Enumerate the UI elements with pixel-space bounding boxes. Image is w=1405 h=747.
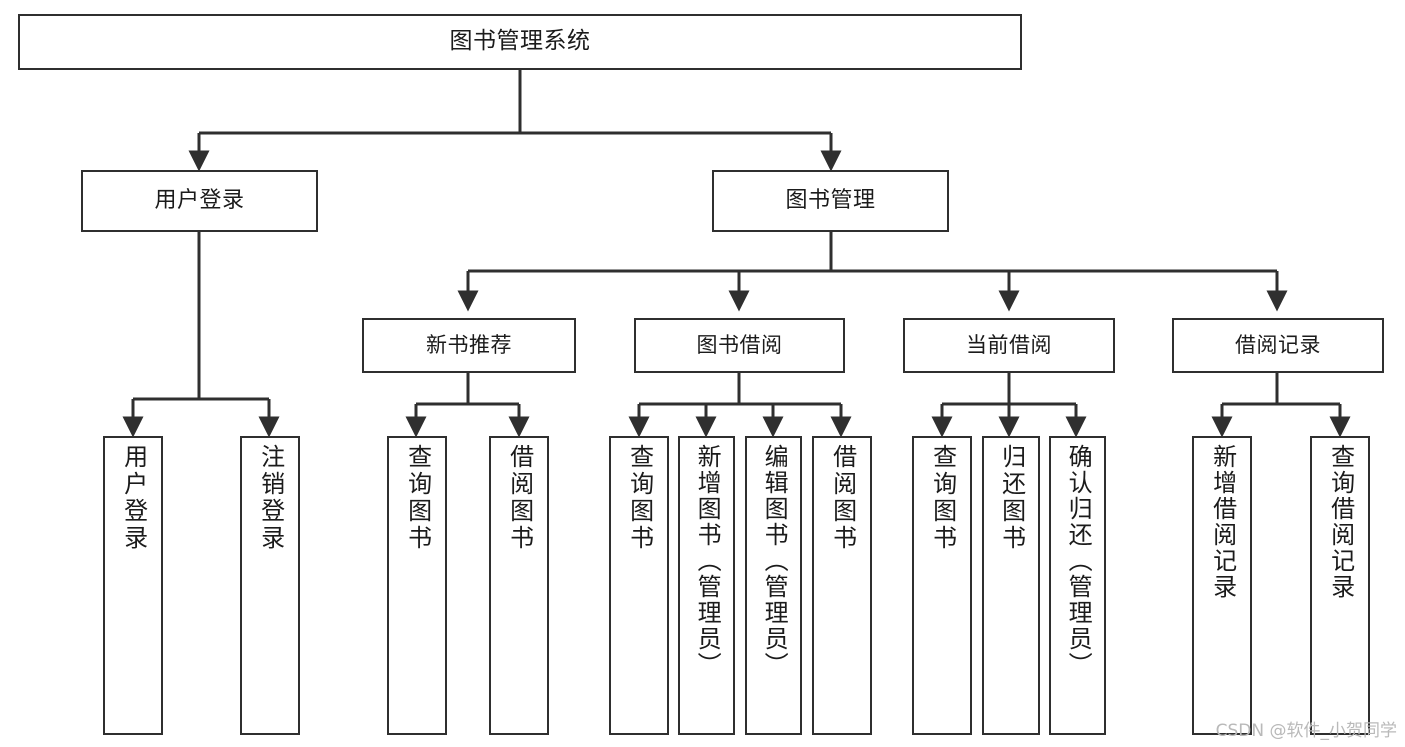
node-label: 查询图书 xyxy=(928,444,957,552)
node-leaf-borrow-book-recommend[interactable]: 借阅图书 xyxy=(489,436,549,735)
node-label: 图书管理系统 xyxy=(449,28,591,55)
node-leaf-query-book-current[interactable]: 查询图书 xyxy=(912,436,972,735)
node-label: 查询图书 xyxy=(403,444,432,552)
node-current-borrow[interactable]: 当前借阅 xyxy=(903,318,1115,373)
node-user-login[interactable]: 用户登录 xyxy=(81,170,318,232)
node-leaf-user-login[interactable]: 用户登录 xyxy=(103,436,163,735)
node-book-management[interactable]: 图书管理 xyxy=(712,170,949,232)
node-leaf-return-book[interactable]: 归还图书 xyxy=(982,436,1040,735)
node-label: 编辑图书（管理员） xyxy=(760,444,789,678)
node-leaf-confirm-return-admin[interactable]: 确认归还（管理员） xyxy=(1049,436,1106,735)
node-leaf-query-book-borrow[interactable]: 查询图书 xyxy=(609,436,669,735)
node-leaf-edit-book-admin[interactable]: 编辑图书（管理员） xyxy=(745,436,802,735)
node-leaf-add-borrow-record[interactable]: 新增借阅记录 xyxy=(1192,436,1252,735)
node-book-borrow[interactable]: 图书借阅 xyxy=(634,318,845,373)
csdn-watermark: CSDN @软件_小贺同学 xyxy=(1215,721,1397,741)
node-label: 用户登录 xyxy=(154,188,245,214)
node-label: 当前借阅 xyxy=(966,333,1052,358)
node-label: 查询借阅记录 xyxy=(1326,444,1355,600)
node-label: 新增借阅记录 xyxy=(1208,444,1237,600)
node-label: 注销登录 xyxy=(256,444,285,552)
node-leaf-add-book-admin[interactable]: 新增图书（管理员） xyxy=(678,436,735,735)
node-leaf-borrow-book[interactable]: 借阅图书 xyxy=(812,436,872,735)
node-label: 图书管理 xyxy=(785,188,876,214)
node-new-book-recommend[interactable]: 新书推荐 xyxy=(362,318,576,373)
node-label: 归还图书 xyxy=(997,444,1026,552)
node-borrow-record[interactable]: 借阅记录 xyxy=(1172,318,1384,373)
node-leaf-query-borrow-record[interactable]: 查询借阅记录 xyxy=(1310,436,1370,735)
node-label: 查询图书 xyxy=(625,444,654,552)
node-label: 用户登录 xyxy=(119,444,148,552)
node-label: 确认归还（管理员） xyxy=(1064,444,1093,678)
node-label: 图书借阅 xyxy=(696,333,783,358)
node-label: 新增图书（管理员） xyxy=(693,444,722,678)
node-root-system[interactable]: 图书管理系统 xyxy=(18,14,1022,70)
node-label: 借阅记录 xyxy=(1235,333,1321,358)
node-leaf-query-book-recommend[interactable]: 查询图书 xyxy=(387,436,447,735)
node-leaf-logout[interactable]: 注销登录 xyxy=(240,436,300,735)
node-label: 借阅图书 xyxy=(505,444,534,552)
node-label: 新书推荐 xyxy=(426,333,512,358)
node-label: 借阅图书 xyxy=(828,444,857,552)
